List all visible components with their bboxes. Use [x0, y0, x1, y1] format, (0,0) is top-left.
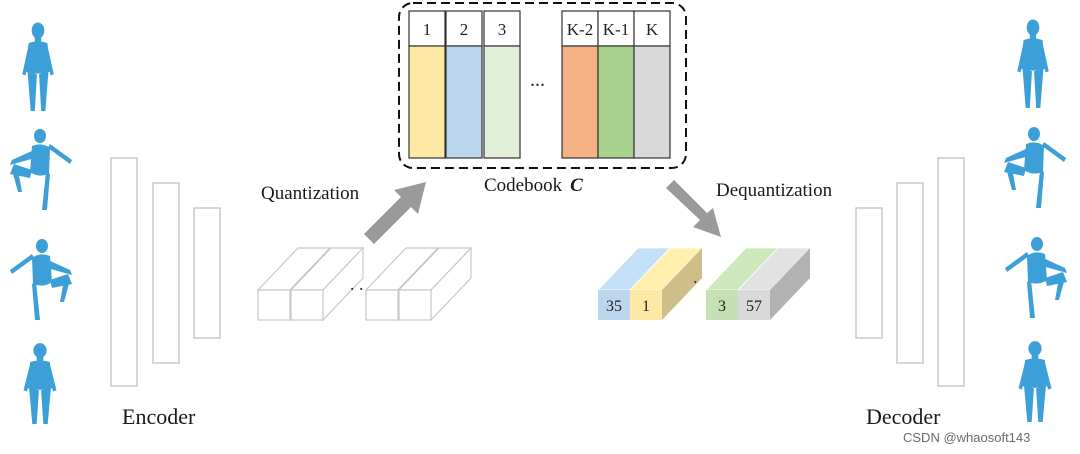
code-blocks: 35 1 3 57 — [597, 247, 811, 320]
latent-dots: . . — [350, 274, 364, 294]
codebook-ellipsis: ... — [530, 69, 545, 91]
codebook-label: Codebook — [484, 175, 563, 196]
decoder-layer-3 — [937, 157, 965, 387]
codebook-border — [398, 2, 687, 169]
codebook-entry-K: K — [633, 10, 671, 159]
latent-block-front — [365, 289, 399, 321]
codebook-entry-K-1: K-1 — [597, 10, 635, 159]
watermark-text: CSDN @whaosoft143 — [903, 430, 1031, 445]
codebook-index-label: K-1 — [603, 20, 629, 39]
code-block-57: 57 — [737, 247, 811, 320]
code-dots: . — [693, 267, 698, 287]
quantization-arrow — [364, 182, 426, 244]
encoder-layer-3 — [193, 207, 221, 339]
right-figure-standing — [1017, 19, 1049, 109]
dequantization-arrow — [666, 180, 721, 237]
encoder-label: Encoder — [122, 404, 196, 429]
decoder-layer-1 — [855, 207, 883, 339]
latent-block — [397, 246, 473, 322]
right-figure-balance — [1005, 237, 1067, 318]
code-block-1: 1 — [629, 247, 703, 320]
codebook-index-label: 2 — [460, 20, 469, 39]
codebook-vector — [445, 45, 483, 159]
codebook-title: Codebook C — [484, 175, 583, 197]
codebook-entries: 1 2 3 K-2 K-1 K — [408, 10, 671, 159]
codebook-vector — [597, 45, 635, 159]
latent-block-front — [290, 289, 324, 321]
codebook-entry-2: 2 — [445, 10, 483, 159]
codebook-symbol: C — [570, 175, 583, 196]
codebook-index-label: 3 — [498, 20, 507, 39]
code-block-value: 57 — [746, 298, 762, 315]
codebook-index-label: K-2 — [567, 20, 593, 39]
latent-block-front — [398, 289, 432, 321]
codebook-vector — [483, 45, 521, 159]
left-figure-kick — [10, 129, 72, 210]
right-figure-walking — [1018, 341, 1052, 422]
code-block-front — [738, 290, 770, 320]
codebook-index-label: K — [646, 20, 659, 39]
codebook-index-cell — [483, 10, 521, 47]
codebook-vector — [633, 45, 671, 159]
latent-block-front — [257, 289, 291, 321]
left-figure-walking — [23, 343, 57, 424]
right-figures — [1004, 19, 1067, 422]
code-block-value: 35 — [606, 298, 622, 315]
encoder-layer-1 — [110, 157, 138, 387]
left-figure-standing — [22, 22, 54, 112]
code-block-value: 3 — [718, 298, 726, 315]
codebook-index-cell — [561, 10, 599, 47]
code-block-side — [770, 248, 810, 320]
right-figure-kick — [1004, 127, 1066, 208]
codebook-vector — [561, 45, 599, 159]
codebook-vector — [408, 45, 446, 159]
decoder-label: Decoder — [866, 404, 941, 429]
codebook-index-cell — [597, 10, 635, 47]
codebook-entry-1: 1 — [408, 10, 446, 159]
encoder-layers — [110, 157, 221, 387]
left-figures — [10, 22, 72, 424]
dequantization-label: Dequantization — [716, 180, 833, 201]
latent-block — [289, 246, 365, 322]
code-block-front — [706, 290, 738, 320]
code-block-front — [630, 290, 662, 320]
arrows — [364, 180, 721, 244]
code-block-front — [598, 290, 630, 320]
decoder-layers — [855, 157, 965, 387]
codebook-entry-3: 3 — [483, 10, 521, 159]
codebook-index-label: 1 — [423, 20, 432, 39]
latent-blocks — [256, 246, 473, 322]
codebook-entry-K-2: K-2 — [561, 10, 599, 159]
quantization-label: Quantization — [261, 183, 360, 204]
code-block-value: 1 — [642, 298, 650, 315]
left-figure-balance — [10, 239, 72, 320]
decoder-layer-2 — [896, 182, 924, 364]
code-block-side — [662, 248, 702, 320]
encoder-layer-2 — [152, 182, 180, 364]
